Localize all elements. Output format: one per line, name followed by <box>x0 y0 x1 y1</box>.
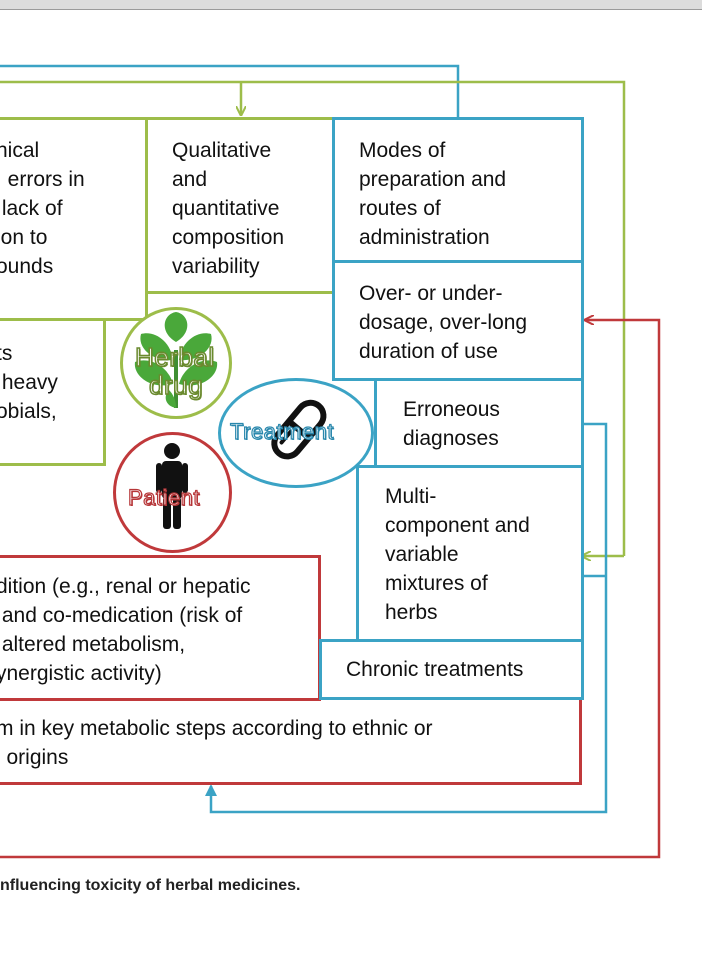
herbal-drug-circle: Herbal drug <box>120 307 232 419</box>
modes-line-4: administration <box>359 226 490 249</box>
condition-line-4: ynergistic activity) <box>0 662 162 685</box>
contaminants-line-2: heavy <box>0 371 58 394</box>
treatment-circle: Treatment <box>218 378 374 488</box>
qualitative-line-1: Qualitative <box>172 139 272 162</box>
overdosage-box: Over- or under- dosage, over-long durati… <box>332 260 584 381</box>
patient-circle: Patient <box>113 432 232 553</box>
analytical-line-1: nical <box>0 139 40 162</box>
contaminants-line-1: ts <box>0 342 13 365</box>
analytical-line-6: ounds <box>0 255 54 278</box>
modes-line-3: routes of <box>359 197 441 220</box>
multicomponent-line-3: variable <box>385 543 459 566</box>
analytical-line-5: ion to <box>0 226 48 249</box>
contaminants-box: ts heavy obials, <box>0 318 106 466</box>
leaves-icon <box>134 312 218 408</box>
figure-caption: nfluencing toxicity of herbal medicines. <box>0 877 301 894</box>
polymorphism-line-1: m in key metabolic steps according to et… <box>0 717 433 740</box>
overdosage-line-2: dosage, over-long <box>359 311 528 334</box>
herbal-label: Herbal <box>134 341 215 373</box>
qualitative-line-2: and <box>172 168 208 191</box>
polymorphism-box: m in key metabolic steps according to et… <box>0 697 582 785</box>
analytical-line-2: , errors in <box>0 168 85 191</box>
patient-label: Patient <box>127 484 200 510</box>
drug-label: drug <box>148 369 204 401</box>
condition-box: dition (e.g., renal or hepatic and co-me… <box>0 555 321 701</box>
qualitative-line-4: composition <box>172 226 285 249</box>
condition-line-2: and co-medication (risk of <box>0 604 243 627</box>
qualitative-line-3: quantitative <box>172 197 280 220</box>
window-top-bar <box>0 0 702 10</box>
modes-line-2: preparation and <box>359 168 507 191</box>
erroneous-line-2: diagnoses <box>403 427 499 450</box>
red-connector <box>0 320 661 859</box>
analytical-box: nical , errors in lack of ion to ounds <box>0 117 148 321</box>
modes-line-1: Modes of <box>359 139 446 162</box>
condition-line-1: dition (e.g., renal or hepatic <box>0 575 251 598</box>
erroneous-line-1: Erroneous <box>403 398 500 421</box>
erroneous-box: Erroneous diagnoses <box>374 378 584 468</box>
capsule-icon <box>271 399 327 460</box>
treatment-label: Treatment <box>229 418 334 444</box>
qualitative-box: Qualitative and quantitative composition… <box>145 117 335 294</box>
analytical-line-4: lack of <box>0 197 63 220</box>
condition-line-3: altered metabolism, <box>0 633 186 656</box>
multicomponent-line-1: Multi- <box>385 485 437 508</box>
green-connector-top <box>0 80 626 556</box>
multicomponent-box: Multi- component and variable mixtures o… <box>356 465 584 642</box>
blue-connector-right <box>205 422 608 814</box>
polymorphism-line-2: l origins <box>0 746 69 769</box>
contaminants-line-3: obials, <box>0 400 57 423</box>
qualitative-line-5: variability <box>172 255 260 278</box>
overdosage-line-3: duration of use <box>359 340 498 363</box>
multicomponent-line-4: mixtures of <box>385 572 488 595</box>
person-icon <box>156 443 188 529</box>
modes-box: Modes of preparation and routes of admin… <box>332 117 584 263</box>
overdosage-line-1: Over- or under- <box>359 282 503 305</box>
blue-connector-top <box>0 64 460 118</box>
multicomponent-line-2: component and <box>385 514 530 537</box>
chronic-line-1: Chronic treatments <box>346 658 524 681</box>
multicomponent-line-5: herbs <box>385 601 438 624</box>
chronic-box: Chronic treatments <box>319 639 584 700</box>
